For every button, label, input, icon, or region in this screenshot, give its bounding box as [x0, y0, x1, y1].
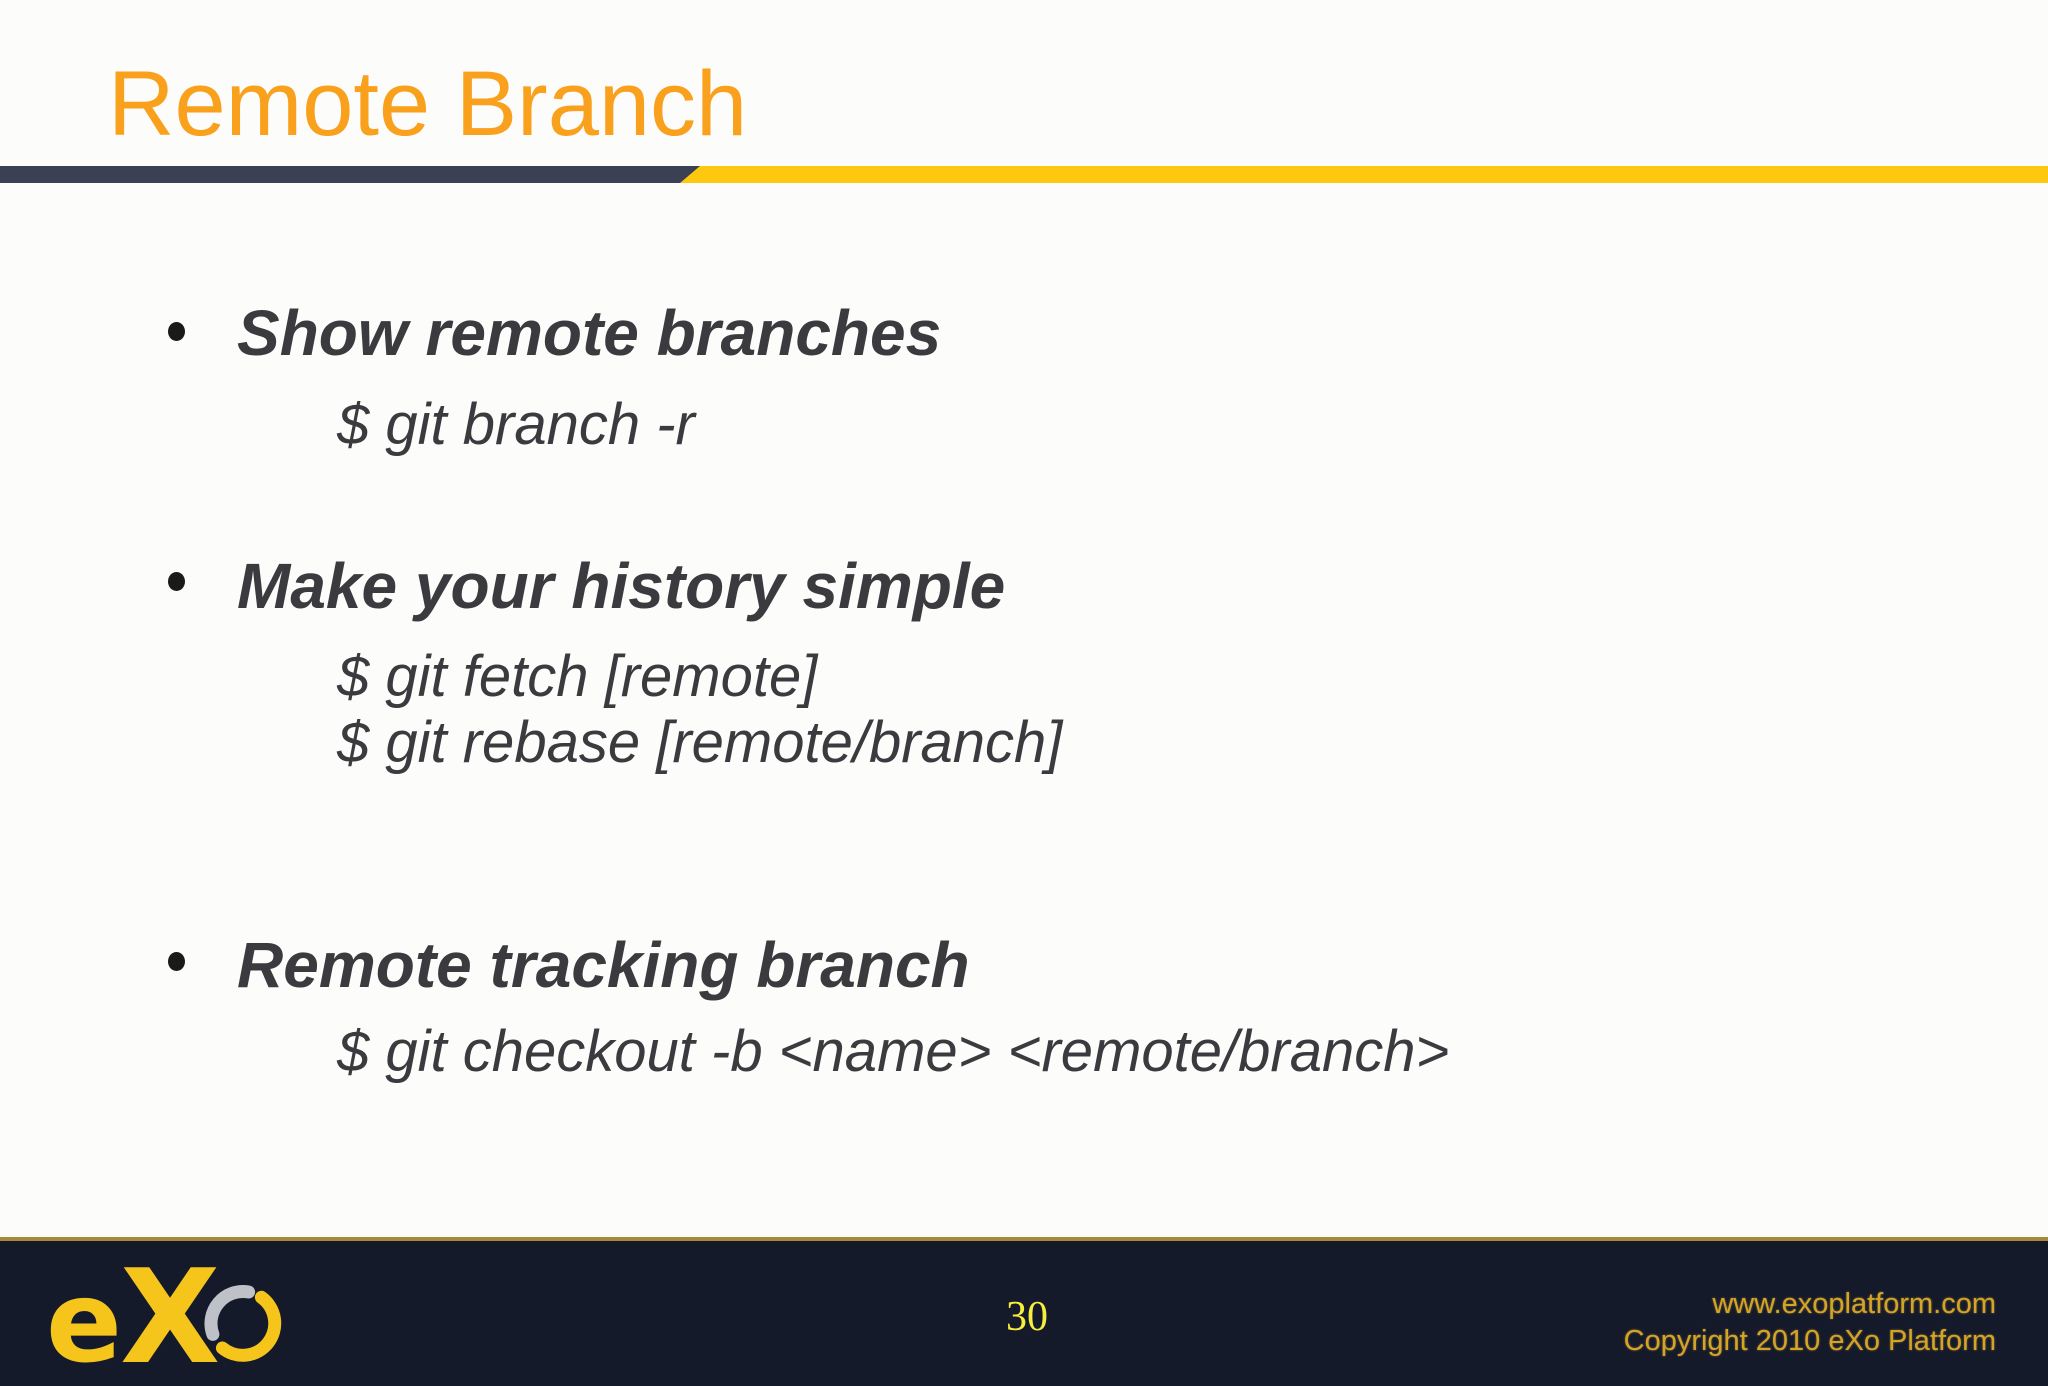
bullet-heading: Show remote branches: [237, 297, 942, 369]
bullet-heading: Remote tracking branch: [237, 929, 970, 1001]
title-rule-navy: [0, 166, 700, 183]
bullet-dot: [168, 952, 185, 971]
footer-bar: [0, 1241, 2048, 1386]
footer-gold-line: [0, 1237, 2048, 1241]
exo-logo: e X: [46, 1250, 282, 1380]
footer-copyright: Copyright 2010 eXo Platform: [1623, 1325, 1996, 1357]
bullet-dot: [168, 572, 185, 591]
bullet-dot: [168, 322, 185, 341]
git-command: $ git fetch [remote]: [337, 644, 818, 709]
bullet-heading: Make your history simple: [237, 550, 1006, 622]
slide-title: Remote Branch: [108, 53, 748, 155]
exo-logo-o-yellow-arc: [215, 1290, 282, 1362]
git-command: $ git branch -r: [337, 392, 695, 457]
footer-credits: www.exoplatform.com Copyright 2010 eXo P…: [1624, 1286, 1996, 1360]
git-command: $ git checkout -b <name> <remote/branch>: [337, 1019, 1450, 1084]
git-command: $ git rebase [remote/branch]: [337, 710, 1063, 775]
title-rule-yellow: [660, 166, 2048, 183]
exo-logo-letter-x: X: [120, 1250, 220, 1380]
exo-logo-letter-e: e: [46, 1258, 122, 1380]
exo-logo-o-gray-arc: [204, 1285, 256, 1341]
footer-website: www.exoplatform.com: [1712, 1288, 1996, 1320]
page-number: 30: [1006, 1294, 1048, 1340]
